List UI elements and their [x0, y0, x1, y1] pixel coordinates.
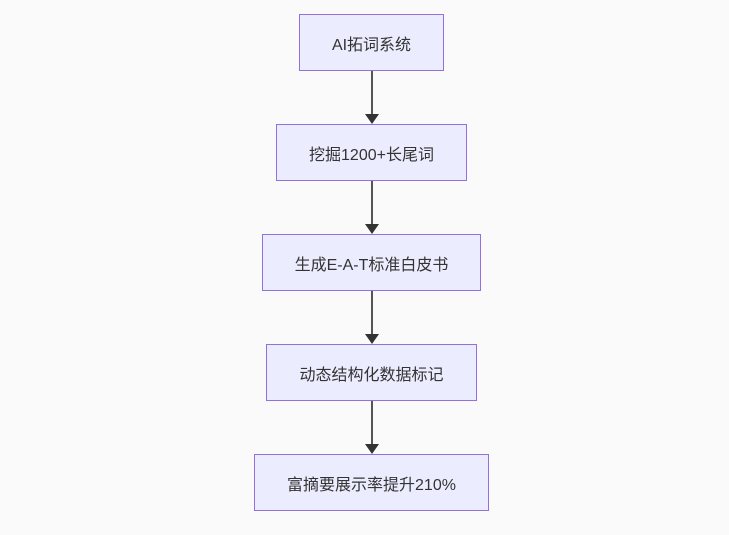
flowchart-node-ai-word-expansion: AI拓词系统	[298, 14, 445, 71]
flowchart-edge-d-e	[364, 401, 379, 454]
flowchart-node-structured-data-markup: 动态结构化数据标记	[266, 344, 477, 401]
edge-line	[370, 401, 373, 444]
node-label: 动态结构化数据标记	[299, 366, 444, 384]
flowchart-edge-a-b	[364, 71, 379, 124]
flowchart-node-eat-whitepaper: 生成E-A-T标准白皮书	[261, 234, 482, 291]
arrowhead-down-icon	[364, 224, 379, 234]
node-label: 生成E-A-T标准白皮书	[294, 256, 449, 274]
node-label: 富摘要展示率提升210%	[287, 476, 456, 494]
flowchart: AI拓词系统 挖掘1200+长尾词 生成E-A-T标准白皮书 动态结构化数据标记…	[7, 0, 729, 535]
arrowhead-down-icon	[364, 444, 379, 454]
flowchart-edge-b-c	[364, 181, 379, 234]
edge-line	[370, 71, 373, 114]
edge-line	[370, 291, 373, 334]
node-label: AI拓词系统	[331, 36, 412, 54]
edge-line	[370, 181, 373, 224]
flowchart-node-rich-snippet-result: 富摘要展示率提升210%	[254, 454, 489, 511]
arrowhead-down-icon	[364, 114, 379, 124]
node-label: 挖掘1200+长尾词	[309, 146, 434, 164]
flowchart-edge-c-d	[364, 291, 379, 344]
flowchart-node-longtail-mining: 挖掘1200+长尾词	[276, 124, 467, 181]
arrowhead-down-icon	[364, 334, 379, 344]
